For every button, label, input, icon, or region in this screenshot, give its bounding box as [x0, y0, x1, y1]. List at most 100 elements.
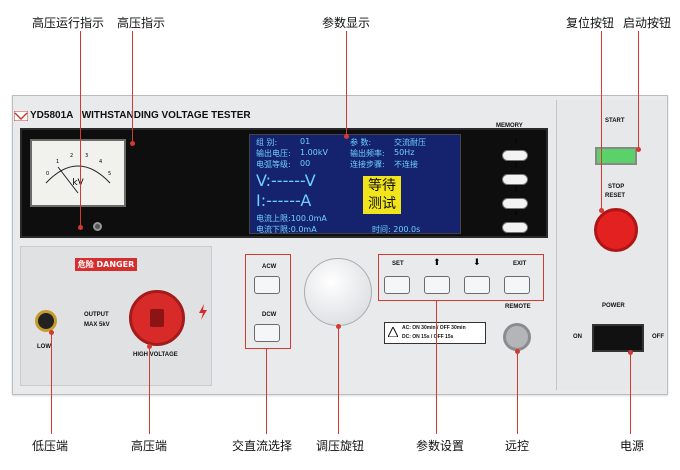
lcd-current-reading: I:------A	[256, 191, 312, 210]
leader-line	[517, 351, 518, 434]
leader-line	[638, 31, 639, 150]
lcd-arc-value: 00	[300, 159, 311, 168]
annotation-remote: 远控	[505, 439, 530, 453]
annotation-reset-button: 复位按钮	[566, 16, 615, 30]
leader-line	[601, 31, 602, 211]
annotation-hv-run-indicator: 高压运行指示	[32, 16, 105, 30]
start-button[interactable]	[595, 147, 637, 165]
reset-label: RESET	[605, 193, 626, 199]
leader-dot	[636, 147, 641, 152]
lcd-screen: 组 别: 01 参 数: 交流耐压 输出电压: 1.00kV 输出频率: 50H…	[249, 134, 461, 234]
annotation-power: 电源	[620, 439, 645, 453]
memory-3-button[interactable]	[502, 198, 528, 209]
leader-dot	[628, 350, 633, 355]
high-voltage-terminal-core	[150, 309, 164, 327]
exit-button[interactable]	[504, 276, 530, 294]
param-setting-group	[378, 254, 544, 301]
leader-line	[266, 349, 267, 434]
warn-line-1: AC: ON 30min / OFF 30min	[402, 325, 466, 331]
meter-dial-icon: kV 0 1 2 3 4 5	[45, 153, 111, 194]
annotation-hv-indicator: 高压指示	[117, 16, 166, 30]
svg-text:5: 5	[108, 171, 111, 177]
acw-label: ACW	[262, 264, 277, 270]
lcd-group-value: 01	[300, 137, 311, 146]
acw-button[interactable]	[254, 276, 280, 294]
stop-label: STOP	[608, 184, 625, 190]
lcd-freq-label: 输出频率:	[350, 149, 385, 158]
lcd-arc-label: 电弧等级:	[256, 160, 291, 169]
lcd-voltage-value: 1.00kV	[300, 148, 328, 157]
leader-dot	[49, 330, 54, 335]
svg-text:3: 3	[85, 153, 88, 159]
title-bar: YD5801A WITHSTANDING VOLTAGE TESTER	[12, 105, 548, 127]
memory-label: MEMORY	[496, 123, 523, 129]
lcd-voltage-label: 输出电压:	[256, 149, 291, 158]
leader-dot	[78, 225, 83, 230]
remote-port[interactable]	[503, 323, 531, 351]
annotation-param-setting: 参数设置	[416, 439, 465, 453]
annotation-start-button: 启动按钮	[623, 16, 672, 30]
hv-run-lamp	[93, 222, 102, 231]
memory-1-button[interactable]	[502, 150, 528, 161]
svg-text:0: 0	[46, 171, 49, 177]
danger-label: 危险 DANGER	[75, 258, 137, 271]
annotation-hv-knob: 调压旋钮	[316, 439, 365, 453]
lcd-param-value: 交流耐压	[394, 138, 426, 147]
lcd-lower-limit: 电流下限:0.0mA	[256, 225, 317, 234]
power-switch[interactable]	[592, 324, 644, 352]
lcd-param-label: 参 数:	[350, 138, 372, 147]
dcw-button[interactable]	[254, 324, 280, 342]
leader-line	[51, 332, 52, 434]
output-label: OUTPUT	[84, 312, 109, 318]
up-button[interactable]	[424, 276, 450, 294]
remote-label: REMOTE	[505, 304, 531, 310]
off-label: OFF	[652, 334, 664, 340]
annotation-low-terminal: 低压端	[32, 439, 69, 453]
low-label: LOW	[37, 344, 51, 350]
lcd-group-label: 组 别:	[256, 138, 278, 147]
warning-box	[384, 322, 486, 344]
svg-text:1: 1	[56, 159, 59, 165]
kv-meter: kV 0 1 2 3 4 5	[30, 139, 126, 207]
lcd-upper-limit: 电流上限:100.0mA	[256, 214, 327, 223]
leader-line	[338, 326, 339, 434]
annotation-acdc-select: 交直流选择	[232, 439, 293, 453]
model-name: WITHSTANDING VOLTAGE TESTER	[81, 110, 251, 121]
leader-line	[630, 352, 631, 434]
on-label: ON	[573, 334, 582, 340]
memory-4-button[interactable]	[502, 222, 528, 233]
lcd-voltage-reading: V:------V	[256, 171, 316, 190]
up-arrow-icon: ⬆	[433, 258, 441, 268]
leader-dot	[515, 349, 520, 354]
low-terminal[interactable]	[35, 310, 57, 332]
memory-num-1: 1	[514, 139, 518, 145]
leader-line	[346, 31, 347, 136]
lcd-time: 时间: 200.0s	[372, 225, 421, 234]
warn-line-2: DC: ON 15s / OFF 15s	[402, 334, 454, 340]
leader-line	[149, 346, 150, 434]
leader-dot	[336, 324, 341, 329]
lcd-step-label: 连接步骤:	[350, 160, 385, 169]
voltage-knob[interactable]	[304, 258, 372, 326]
svg-text:4: 4	[99, 159, 102, 165]
status-badge: 等待 测试	[363, 176, 401, 214]
memory-2-button[interactable]	[502, 174, 528, 185]
set-button[interactable]	[384, 276, 410, 294]
leader-line	[80, 31, 81, 227]
leader-dot	[599, 208, 604, 213]
start-label: START	[605, 118, 625, 124]
reset-button[interactable]	[594, 208, 638, 252]
leader-dot	[147, 344, 152, 349]
max-label: MAX 5kV	[84, 322, 110, 328]
annotation-param-display: 参数显示	[322, 16, 371, 30]
down-button[interactable]	[464, 276, 490, 294]
lightning-icon	[199, 304, 207, 320]
acdc-select-group	[245, 254, 291, 349]
memory-num-4: 4	[514, 211, 518, 217]
annotation-high-terminal: 高压端	[131, 439, 168, 453]
meter-unit: kV	[72, 178, 84, 188]
lcd-freq-value: 50Hz	[394, 148, 415, 157]
memory-num-3: 3	[514, 187, 518, 193]
lcd-step-value: 不连接	[394, 160, 418, 169]
hv-label: HIGH VOLTAGE	[133, 352, 178, 358]
